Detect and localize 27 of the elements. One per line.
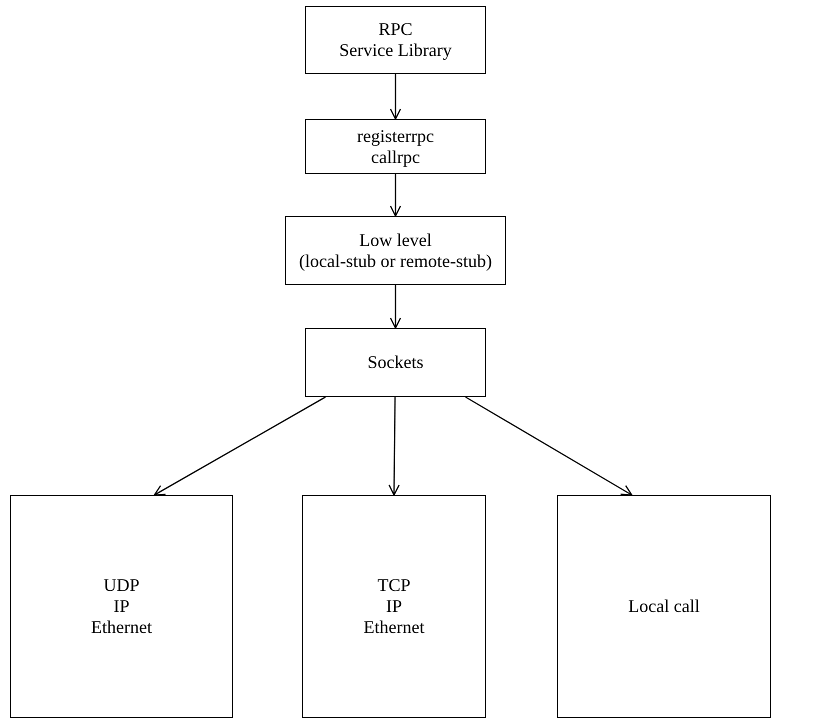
box-label: IP (386, 596, 402, 617)
arrow (390, 285, 402, 329)
box-label: Ethernet (91, 617, 152, 638)
arrow (465, 396, 632, 496)
box-label: Low level (359, 230, 432, 250)
box-label: TCP (377, 575, 410, 596)
arrow (390, 74, 402, 120)
process-box (305, 119, 486, 174)
process-box (10, 495, 233, 718)
box-label: Sockets (368, 352, 424, 373)
arrow (154, 396, 326, 496)
arrow (390, 174, 402, 217)
process-box (305, 328, 486, 397)
process-box (285, 216, 506, 285)
box-label: (local-stub or remote-stub) (299, 250, 492, 272)
box-label: Service Library (339, 40, 452, 61)
process-box (557, 495, 771, 718)
box-label: callrpc (371, 146, 420, 168)
process-box (305, 6, 486, 74)
box-label: RPC (378, 19, 413, 40)
process-box (302, 495, 486, 718)
box-label: registerrpc (357, 126, 434, 146)
arrow (388, 397, 400, 496)
box-label: UDP (103, 575, 140, 596)
box-label: IP (113, 596, 130, 617)
box-label: Local call (628, 596, 700, 617)
box-label: Ethernet (364, 617, 424, 638)
